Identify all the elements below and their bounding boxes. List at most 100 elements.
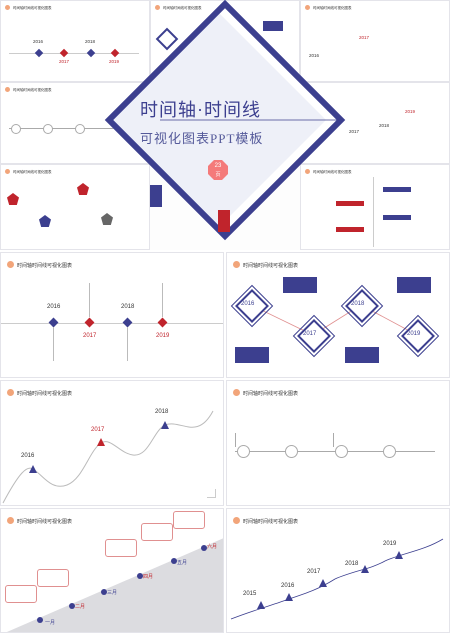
- year-label: 2019: [109, 59, 120, 64]
- month-label: 二月: [75, 604, 86, 610]
- mini-slide-title: 时间轴时间线可视化图表: [13, 170, 52, 174]
- year-label: 2019: [407, 331, 421, 337]
- slide-title: 时间轴时间线可视化图表: [17, 263, 73, 269]
- mini-slide-title: 时间轴时间线可视化图表: [313, 6, 352, 10]
- slide-diamond-timeline: 时间轴时间线可视化图表 2016 2017 2018 2019: [0, 252, 224, 378]
- month-label: 六月: [207, 544, 218, 550]
- slide-title: 时间轴时间线可视化图表: [243, 391, 299, 397]
- title-dot: [5, 5, 10, 10]
- timeline-line: [9, 53, 139, 54]
- circle-node: [11, 124, 21, 134]
- mini-slide-7: 时间轴时间线可视化图表: [300, 164, 450, 250]
- slide-curve-timeline: 时间轴时间线可视化图表 2016 2017 2018: [0, 380, 224, 506]
- connector: [89, 283, 90, 317]
- text-box: [336, 201, 364, 206]
- year-label: 2017: [349, 129, 360, 134]
- diamond-marker: [48, 317, 59, 328]
- circle-node: [285, 445, 298, 458]
- year-label: 2019: [383, 541, 397, 547]
- text-box: [283, 277, 317, 293]
- slide-title: 时间轴时间线可视化图表: [17, 391, 73, 397]
- diamond-marker: [84, 317, 95, 328]
- year-label: 2017: [91, 427, 105, 433]
- text-box: [345, 347, 379, 363]
- circle-node: [43, 124, 53, 134]
- title-dot: [7, 517, 14, 524]
- vertical-axis: [373, 177, 374, 247]
- year-label: 2016: [241, 301, 255, 307]
- title-dot: [233, 517, 240, 524]
- year-label: 2019: [405, 109, 416, 114]
- month-label: 五月: [177, 560, 188, 566]
- year-label: 2017: [359, 35, 370, 40]
- year-label: 2018: [85, 39, 96, 44]
- callout-bubble: [141, 523, 173, 541]
- month-dot: [37, 617, 43, 623]
- mini-slide-1: 时间轴时间线可视化图表 2016 2017 2018 2019: [0, 0, 150, 82]
- title-dot: [7, 261, 14, 268]
- year-label: 2015: [243, 591, 257, 597]
- diamond-marker: [157, 317, 168, 328]
- year-label: 2019: [156, 333, 170, 339]
- month-dot: [101, 589, 107, 595]
- corner-bracket: [207, 489, 216, 498]
- text-box: [336, 227, 364, 232]
- title-dot: [305, 169, 310, 174]
- mini-slide-5: 时间轴时间线可视化图表 2016 2017: [300, 0, 450, 82]
- zigzag-connector: [250, 304, 418, 336]
- mini-slide-3: 时间轴时间线可视化图表: [0, 164, 150, 250]
- cover-accent-strip: [218, 210, 230, 232]
- year-label: 2017: [83, 333, 97, 339]
- month-dot: [69, 603, 75, 609]
- title-dot: [155, 5, 160, 10]
- connector: [333, 433, 334, 447]
- curve-line: [2, 410, 214, 504]
- slide-rising-timeline: 时间轴时间线可视化图表 2015 2016 2017 2018 2019: [226, 508, 450, 633]
- cover-title: 时间轴·时间线: [140, 100, 261, 120]
- month-label: 四月: [143, 574, 154, 580]
- connector: [127, 327, 128, 361]
- text-box: [235, 347, 269, 363]
- year-label: 2016: [281, 583, 295, 589]
- circle-node: [237, 445, 250, 458]
- year-label: 2016: [309, 53, 320, 58]
- year-label: 2016: [47, 304, 61, 310]
- timeline-line: [9, 128, 139, 129]
- rising-line: [230, 538, 444, 620]
- pentagon-marker: [39, 215, 51, 227]
- circle-node: [75, 124, 85, 134]
- slide-title: 时间轴时间线可视化图表: [243, 519, 299, 525]
- connector: [235, 433, 236, 447]
- month-dot: [137, 573, 143, 579]
- circle-node: [383, 445, 396, 458]
- text-box: [263, 21, 283, 31]
- page-count: 23: [214, 163, 222, 169]
- callout-bubble: [37, 569, 69, 587]
- year-label: 2018: [345, 561, 359, 567]
- title-dot: [233, 261, 240, 268]
- slide-month-staircase: 时间轴时间线可视化图表 一月 二月 三月 四月 五月 六月: [0, 508, 224, 633]
- month-dot: [171, 558, 177, 564]
- cover-accent-strip: [150, 185, 162, 207]
- year-label: 2018: [121, 304, 135, 310]
- collage-panel: 时间轴时间线可视化图表 2016 2017 2018 2019 时间轴时间线可视…: [0, 0, 450, 250]
- slide-title: 时间轴时间线可视化图表: [243, 263, 299, 269]
- title-dot: [5, 87, 10, 92]
- text-box: [397, 277, 431, 293]
- year-label: 2018: [351, 301, 365, 307]
- connector: [53, 327, 54, 361]
- mini-slide-title: 时间轴时间线可视化图表: [13, 88, 52, 92]
- slide-title: 时间轴时间线可视化图表: [17, 519, 73, 525]
- slide-diamond-nodes: 时间轴时间线可视化图表 2016 2017 2018 2019: [226, 252, 450, 378]
- year-label: 2017: [303, 331, 317, 337]
- title-dot: [233, 389, 240, 396]
- year-label: 2016: [33, 39, 44, 44]
- year-label: 2018: [155, 409, 169, 415]
- page-count-unit: 页: [215, 172, 221, 178]
- title-dot: [7, 389, 14, 396]
- mini-slide-title: 时间轴时间线可视化图表: [163, 6, 202, 10]
- pentagon-marker: [7, 193, 19, 205]
- cover-subtitle: 可视化图表PPT模板: [140, 131, 264, 146]
- callout-bubble: [105, 539, 137, 557]
- diamond-marker: [122, 317, 133, 328]
